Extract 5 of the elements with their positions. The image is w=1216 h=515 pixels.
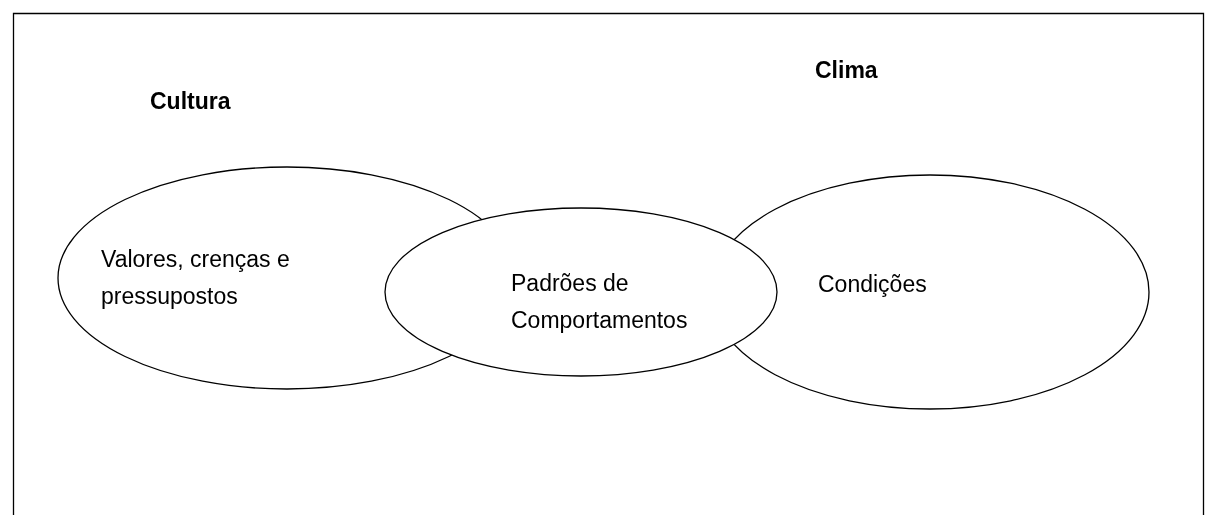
ellipse-label: Condições xyxy=(818,270,928,299)
ellipse-label: Padrões de Comportamentos xyxy=(511,269,689,335)
ellipse-label: Valores, crenças e pressupostos xyxy=(101,245,291,311)
ellipse-heading: Cultura xyxy=(150,87,232,116)
ellipse-heading: Clima xyxy=(815,56,879,85)
